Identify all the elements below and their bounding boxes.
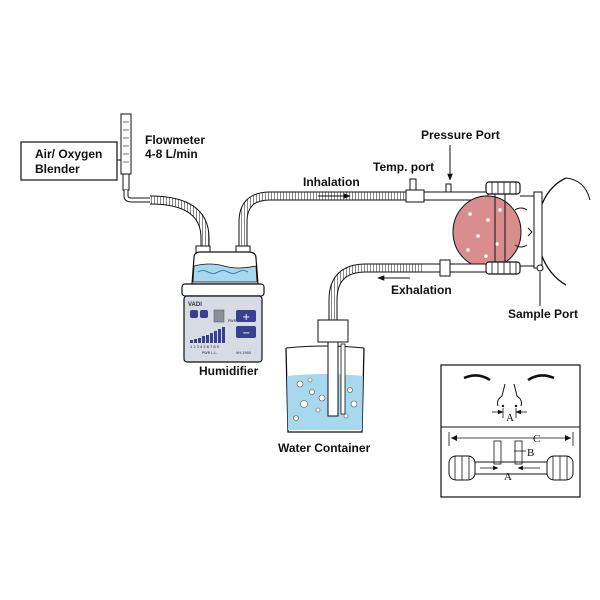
inspiratory-tubing <box>238 191 408 250</box>
expiratory-tubing <box>328 259 487 322</box>
patient-face <box>452 177 591 286</box>
model-label: VH-1900 <box>236 351 251 355</box>
sizing-inset: A C B A <box>440 364 581 498</box>
sample-port-label: Sample Port <box>508 307 578 321</box>
mode-button[interactable] <box>200 310 208 318</box>
dimension-c: C <box>533 433 540 445</box>
blender-label-line2: Blender <box>35 162 80 176</box>
plus-label: + <box>242 312 250 323</box>
water-container-label: Water Container <box>278 441 371 455</box>
blender-label-line1: Air/ Oxygen <box>35 147 102 161</box>
level-scale: 1 2 3 4 5 6 7 8 9 <box>190 345 219 349</box>
plus-button[interactable] <box>236 310 256 322</box>
pwr-label-2: PWR L.L. <box>202 351 217 355</box>
flowmeter-label-line1: Flowmeter <box>145 133 205 147</box>
flowmeter: Flowmeter 4-8 L/min <box>117 113 205 191</box>
flowmeter-label-line2: 4-8 L/min <box>145 147 198 161</box>
pwr-label-1: PWR L.L. <box>228 319 243 323</box>
inlet-tubing <box>123 190 210 250</box>
dimension-b: B <box>527 447 534 459</box>
level-bar-graph <box>190 327 225 343</box>
display-window <box>213 309 225 323</box>
dimension-a-top: A <box>506 412 514 424</box>
pressure-port-label: Pressure Port <box>421 128 500 142</box>
power-button[interactable] <box>190 310 198 318</box>
humidifier-control-panel: VADI PWR L.L. + − 1 2 3 4 5 6 7 8 9 PWR … <box>188 302 256 355</box>
minus-label: − <box>242 328 250 339</box>
minus-button[interactable] <box>236 326 256 338</box>
exhalation-label: Exhalation <box>391 283 452 297</box>
dimension-a-bottom: A <box>504 471 512 483</box>
inhalation-label: Inhalation <box>303 175 360 189</box>
humidifier-label: Humidifier <box>199 364 259 378</box>
air-oxygen-blender: Air/ Oxygen Blender <box>20 141 118 181</box>
water-container <box>285 319 365 433</box>
temp-port <box>405 178 425 203</box>
brand-logo: VADI <box>188 302 202 308</box>
temp-port-label: Temp. port <box>373 160 434 174</box>
nasal-cannula <box>485 181 544 275</box>
